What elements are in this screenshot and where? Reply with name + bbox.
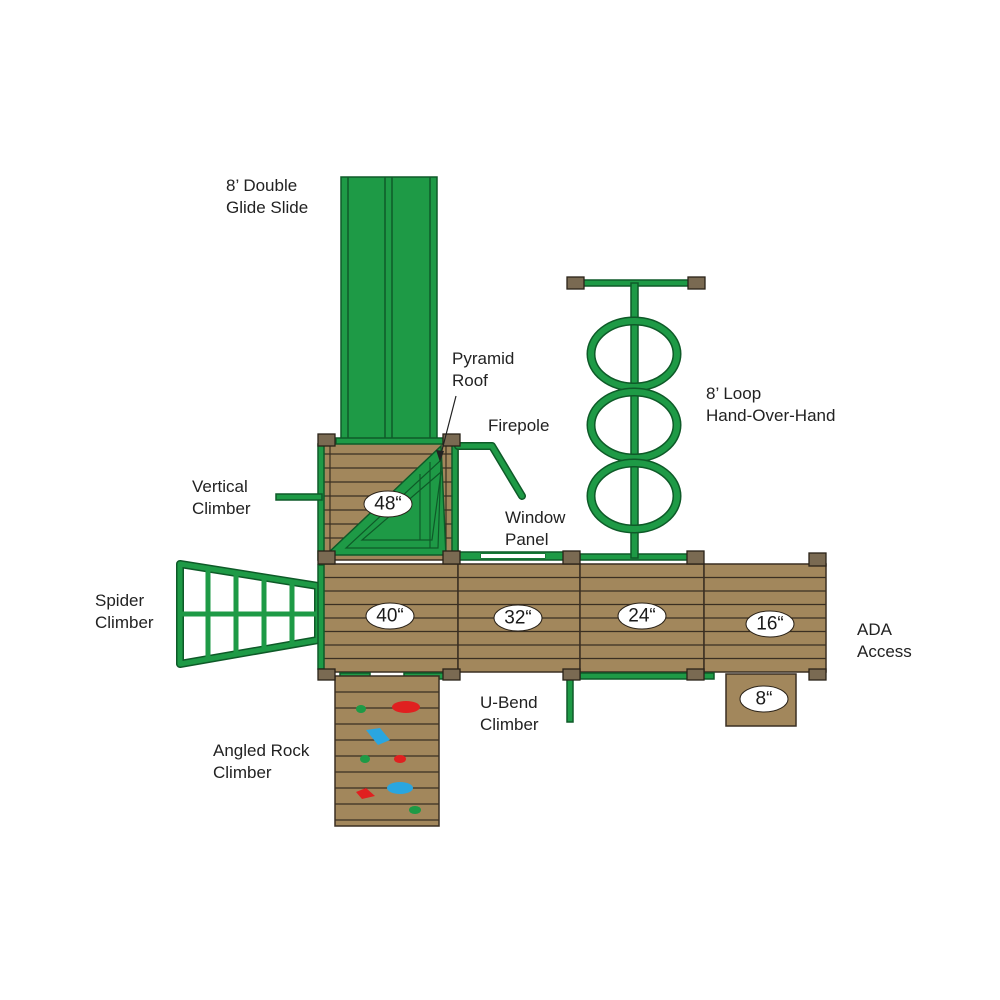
u-bend-climber: [566, 675, 574, 723]
deck-height-24: 24“: [617, 602, 667, 630]
deck-height-32-text: 32“: [504, 608, 531, 629]
deck-32: [457, 563, 581, 673]
vertical-climber: [275, 493, 323, 501]
deck-height-48: 48“: [363, 490, 413, 518]
loop-hand-over-hand: [566, 276, 706, 559]
window-panel: [481, 554, 545, 558]
label-ada-access: ADA Access: [857, 620, 912, 661]
deck-height-8: 8“: [739, 685, 789, 713]
label-spider-climber: Spider Climber: [95, 591, 154, 632]
deck-height-16-text: 16“: [756, 614, 783, 635]
label-u-bend-climber: U-Bend Climber: [480, 693, 542, 734]
rock-hold: [409, 806, 421, 814]
deck-height-40: 40“: [365, 602, 415, 630]
posts: [317, 433, 827, 681]
deck-height-16: 16“: [745, 610, 795, 638]
deck-height-40-text: 40“: [376, 606, 403, 627]
rock-hold: [356, 788, 375, 799]
double-glide-slide: [340, 176, 438, 446]
deck-height-8-text: 8“: [756, 689, 773, 710]
label-loop-hand-over-hand: 8’ Loop Hand-Over-Hand: [706, 384, 835, 425]
deck-height-32: 32“: [493, 604, 543, 632]
label-pyramid-roof: Pyramid Roof: [452, 349, 519, 390]
angled-rock-climber: [334, 675, 440, 827]
firepole: [454, 442, 526, 500]
rock-hold: [392, 701, 420, 713]
pyramid-roof-pointer: [436, 395, 457, 462]
deck-height-24-text: 24“: [628, 606, 655, 627]
label-double-glide-slide: 8’ Double Glide Slide: [226, 176, 308, 217]
spider-climber: [176, 560, 325, 670]
label-angled-rock-climber: Angled Rock Climber: [213, 741, 314, 782]
rock-hold: [360, 755, 370, 763]
rock-hold: [394, 755, 406, 763]
label-window-panel: Window Panel: [505, 508, 570, 549]
rock-hold: [366, 728, 390, 745]
rock-hold: [387, 782, 413, 794]
label-vertical-climber: Vertical Climber: [192, 477, 252, 518]
rock-hold: [356, 705, 366, 713]
label-firepole: Firepole: [488, 416, 549, 435]
deck-height-48-text: 48“: [374, 494, 401, 515]
